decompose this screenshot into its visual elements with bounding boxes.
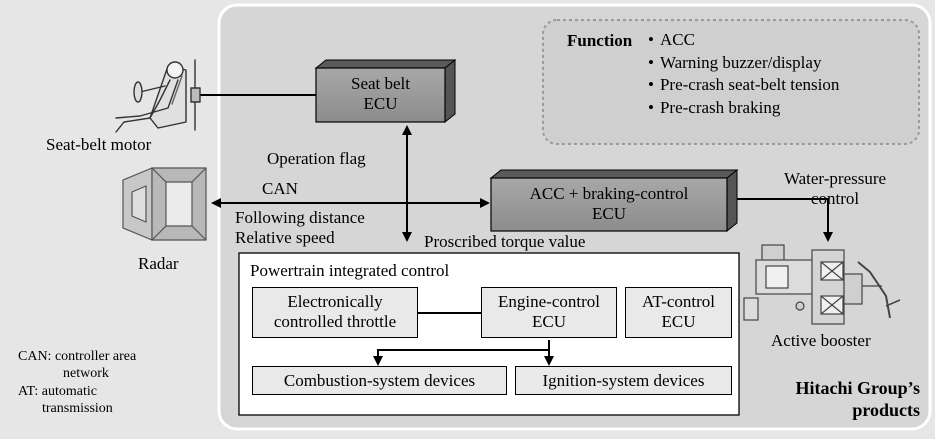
water-pressure-label: Water-pressure control [760,169,910,209]
engine-ecu-box: Engine-control ECU [481,287,617,338]
legend-at-line2: transmission [42,401,113,416]
at-ecu-line2: ECU [661,312,696,331]
legend-can-line2: network [63,366,109,381]
seat-belt-ecu: Seat belt ECU [316,74,445,114]
function-item: Warning buzzer/display [648,52,839,75]
powertrain-title: Powertrain integrated control [250,261,450,280]
at-ecu-box: AT-control ECU [625,287,732,338]
acc-ecu-shape [489,168,739,233]
at-ecu-line1: AT-control [641,292,716,311]
can-label: CAN [262,179,298,198]
throttle-box: Electronically controlled throttle [252,287,418,338]
legend-can-line1: CAN: controller area [18,349,137,364]
throttle-line2: controlled throttle [273,312,397,331]
radar-icon [122,167,207,241]
active-booster-icon [743,244,901,325]
function-item: ACC [648,29,839,52]
acc-ecu: ACC + braking-control ECU [491,184,727,224]
hitachi-products-label: Hitachi Group’s products [748,377,920,421]
engine-ecu-line1: Engine-control [498,292,600,311]
seat-belt-motor-label: Seat-belt motor [46,135,152,154]
engine-combustion-arrow [373,340,550,366]
acc-ecu-line1: ACC + braking-control [529,184,689,203]
seat-belt-ecu-line1: Seat belt [350,74,410,93]
ignition-devices-box: Ignition-system devices [515,366,732,395]
driver-seat-icon [115,59,201,133]
function-heading: Function [567,31,633,50]
water-pressure-line1: Water-pressure [783,169,887,188]
throttle-line1: Electronically [287,292,383,311]
seat-belt-ecu-line2: ECU [363,94,398,113]
water-pressure-line2: control [810,189,860,208]
water-pressure-arrow [737,198,833,242]
function-item: Pre-crash seat-belt tension [648,74,839,97]
active-booster-label: Active booster [771,331,871,350]
radar-label: Radar [138,254,179,273]
hitachi-line1: Hitachi Group’s [795,378,920,398]
operation-flag-label: Operation flag [267,149,366,168]
proscribed-torque-label: Proscribed torque value [424,232,586,251]
relative-speed-label: Relative speed [235,228,335,247]
engine-ecu-line2: ECU [532,312,566,331]
legend-at-line1: AT: automatic [18,384,98,399]
function-item: Pre-crash braking [648,97,839,120]
hitachi-line2: products [852,400,920,420]
seat-belt-ecu-shape [314,58,457,124]
following-distance-label: Following distance [235,208,365,227]
acc-ecu-line2: ECU [592,204,626,223]
function-list: ACC Warning buzzer/display Pre-crash sea… [648,29,839,119]
combustion-devices-box: Combustion-system devices [252,366,507,395]
